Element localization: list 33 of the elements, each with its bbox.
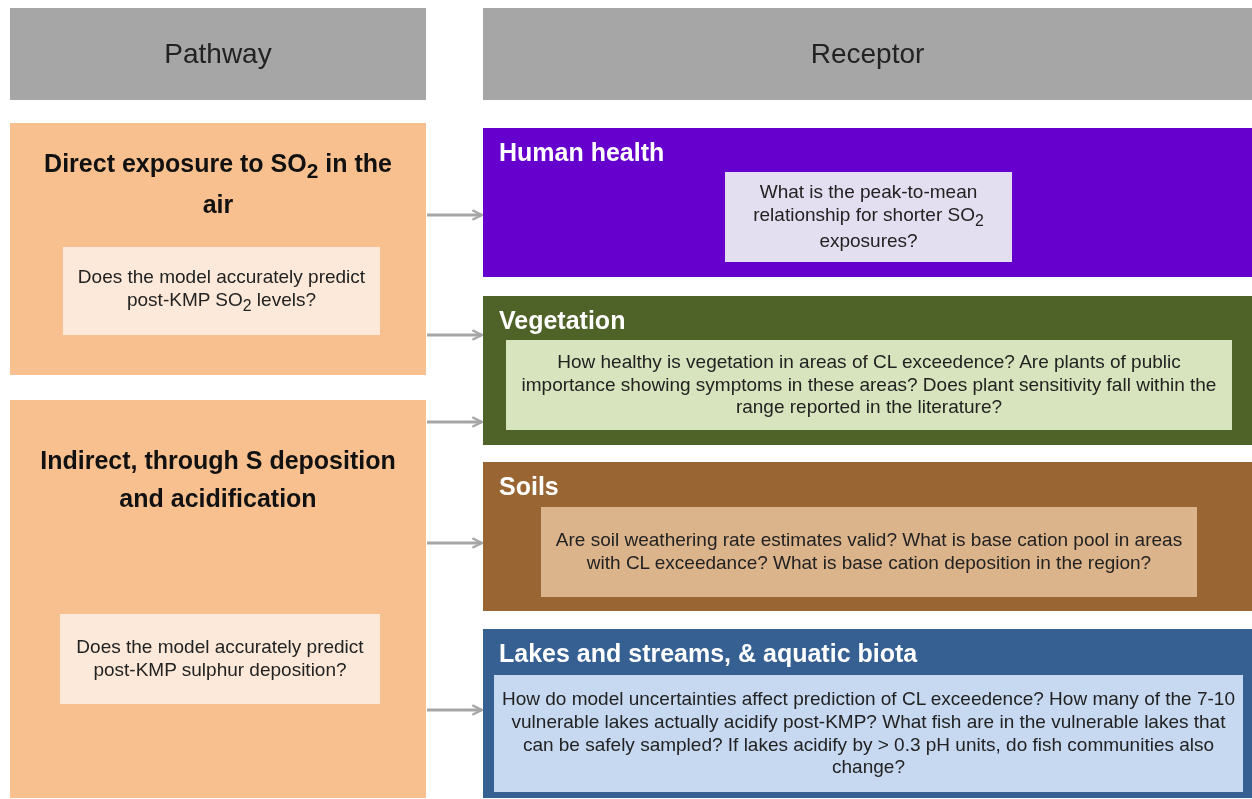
question-text: What is the peak-to-mean relationship for shorter SO$_{2}$ exposures? — [752, 180, 985, 254]
pathway-title: Indirect, through S deposition and acidification — [39, 445, 397, 514]
arrow — [427, 209, 484, 221]
column-header — [483, 8, 1252, 100]
column-header — [10, 8, 426, 100]
header-text: Pathway — [164, 38, 272, 70]
receptor-box — [483, 629, 1252, 798]
receptor-box — [483, 462, 1252, 611]
arrow — [427, 704, 484, 716]
pathway-box — [10, 400, 426, 798]
question-box — [725, 172, 1012, 262]
question-box — [63, 247, 380, 335]
question-box — [506, 340, 1232, 430]
pathway-title: Direct exposure to SO$_{2}$ in the air — [43, 148, 393, 221]
receptor-title: Lakes and streams, & aquatic biota — [499, 639, 918, 668]
receptor-title: Soils — [499, 472, 559, 501]
arrow — [427, 416, 484, 428]
question-text: How healthy is vegetation in areas of CL exceedence? Are plants of public importance showing symptoms in these areas? Does plant sensitivity fall within the range reported in the literature? — [520, 350, 1218, 420]
arrow — [427, 329, 484, 341]
question-text: Are soil weathering rate estimates valid? What is base cation pool in areas with CL exceedance? What is base cation deposition in the region? — [554, 529, 1184, 575]
question-box — [60, 614, 380, 704]
receptor-box — [483, 296, 1252, 445]
question-box — [541, 507, 1197, 597]
header-text: Receptor — [810, 38, 925, 70]
pathway-box — [10, 123, 426, 375]
receptor-title: Human health — [499, 138, 665, 167]
receptor-title: Vegetation — [499, 306, 626, 335]
question-text: How do model uncertainties affect prediction of CL exceedence? How many of the 7-10 vulnerable lakes actually acidify post-KMP? What fish are in the vulnerable lakes that can be safely sampled? If lakes acidify by > 0.3 pH units, do fish communities also change? — [501, 687, 1236, 780]
question-text: Does the model accurately predict post-KMP sulphur deposition? — [75, 636, 365, 682]
receptor-box — [483, 128, 1252, 277]
question-text: Does the model accurately predict post-KMP SO$_{2}$ levels? — [76, 266, 367, 316]
question-box — [494, 675, 1243, 792]
arrow — [427, 537, 484, 549]
